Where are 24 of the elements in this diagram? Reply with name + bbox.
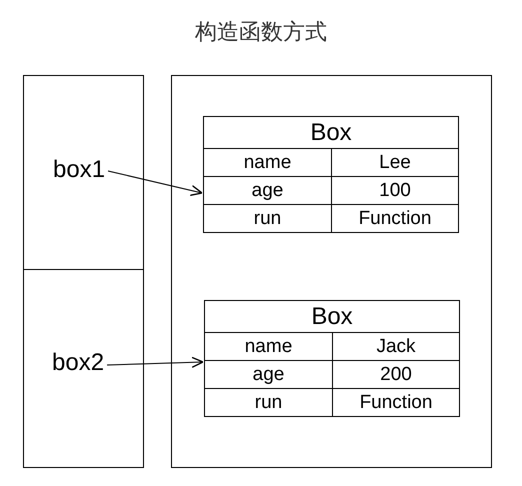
table-header: Box [310, 302, 354, 332]
arrow [108, 170, 203, 196]
variable-name: box2 [52, 350, 104, 376]
property-name-cell: name [205, 332, 332, 360]
property-name-cell: run [205, 388, 332, 416]
property-value-cell: Lee [331, 148, 458, 176]
arrow [106, 356, 204, 368]
property-value-cell: Jack [332, 332, 459, 360]
stack-cell [23, 75, 144, 270]
property-name-cell: age [204, 176, 331, 204]
property-value-cell: Function [332, 388, 459, 416]
property-value-cell: Function [331, 204, 458, 232]
property-value-cell: 200 [332, 360, 459, 388]
property-name-cell: run [204, 204, 331, 232]
heap-frame [171, 75, 492, 468]
table-header: Box [309, 118, 353, 148]
property-name-cell: age [205, 360, 332, 388]
property-name-cell: name [204, 148, 331, 176]
object-table [203, 116, 459, 233]
property-value-cell: 100 [331, 176, 458, 204]
diagram-title: 构造函数方式 [195, 19, 327, 47]
object-table [204, 300, 460, 417]
variable-name: box1 [53, 157, 106, 183]
stack-cell [23, 269, 144, 468]
